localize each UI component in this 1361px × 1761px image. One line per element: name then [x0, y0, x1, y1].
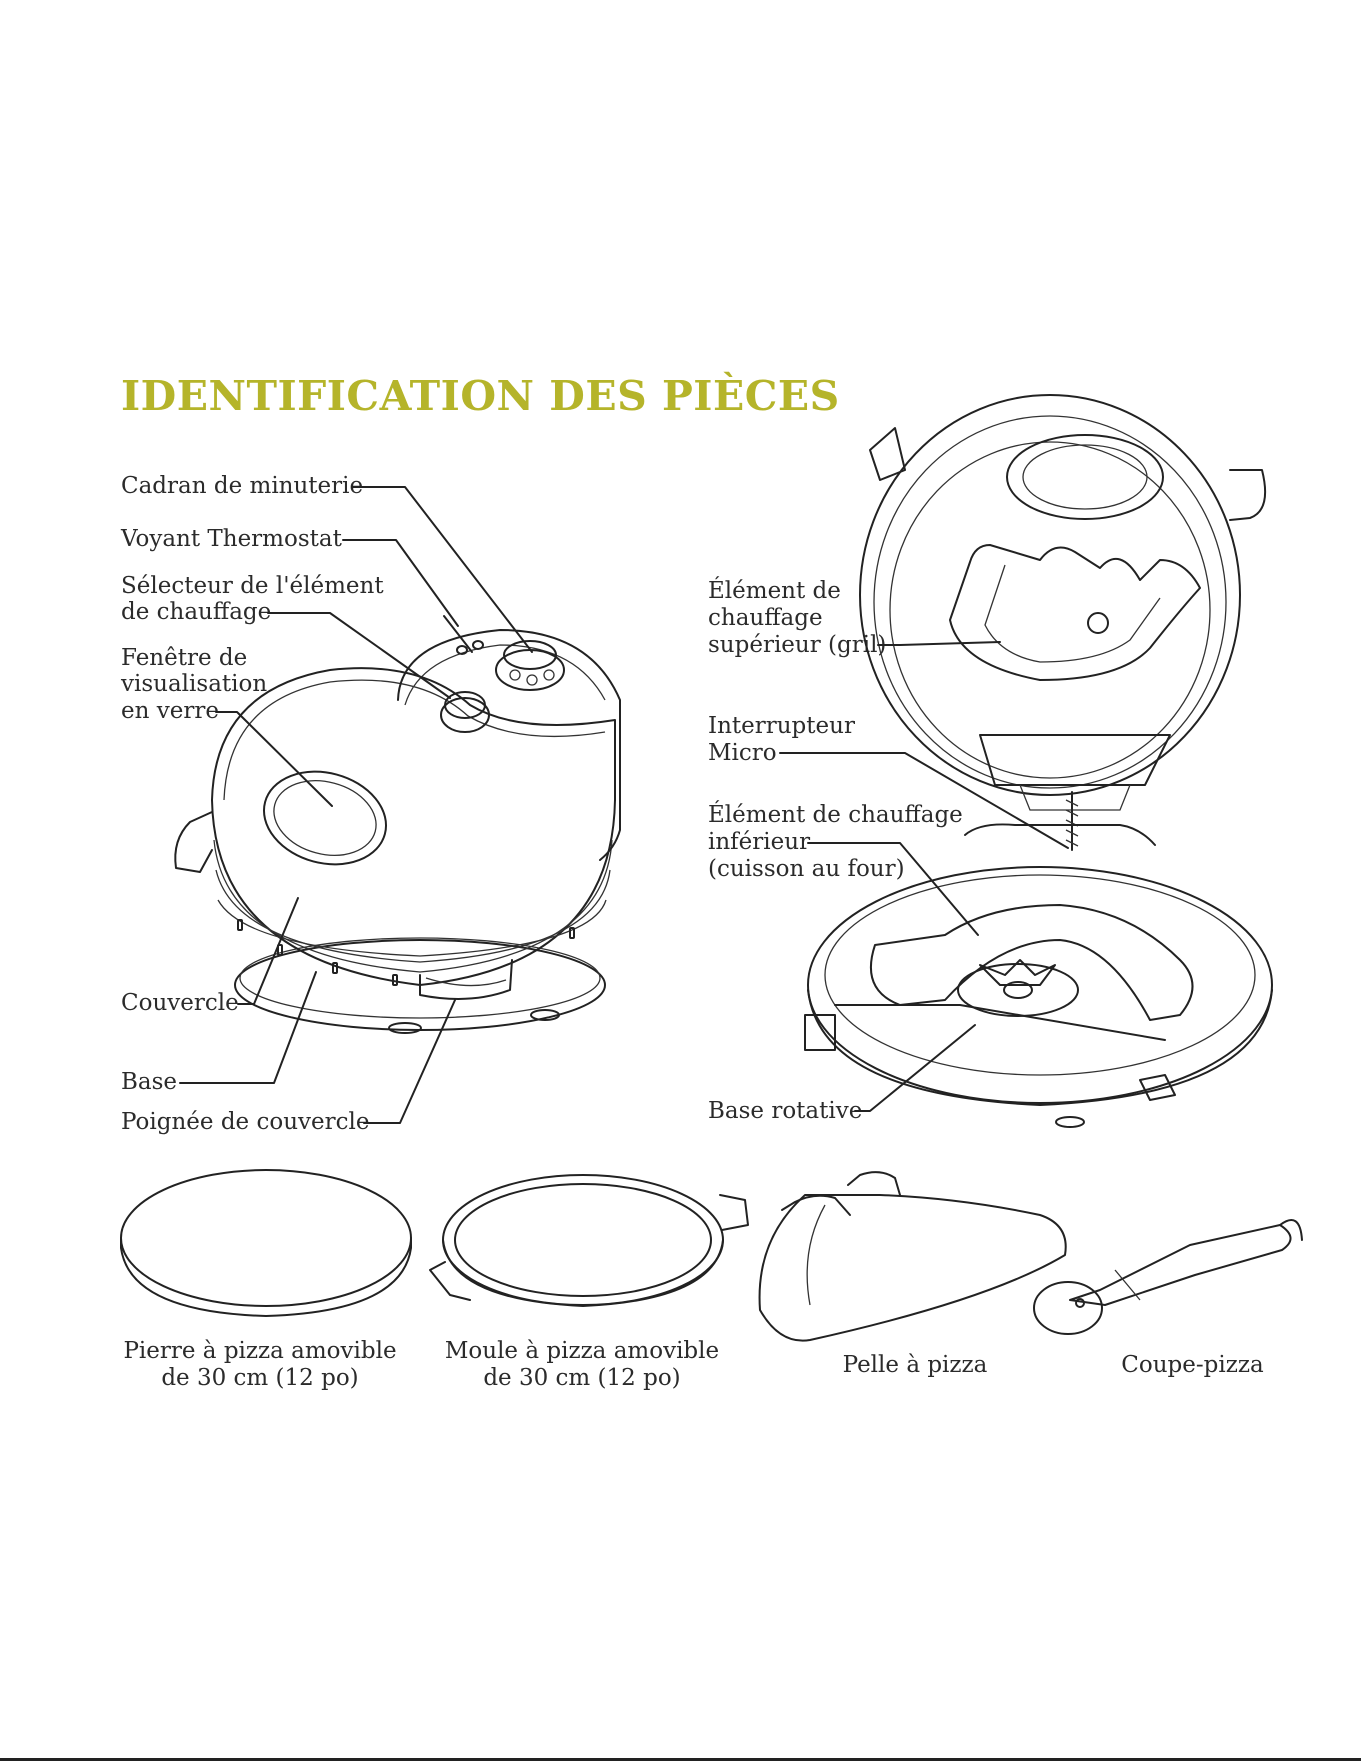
- label-lid: Couvercle: [121, 990, 239, 1016]
- label-thermostat-light: Voyant Thermostat: [121, 526, 342, 552]
- label-glass-window-1: Fenêtre de: [121, 645, 248, 671]
- open-oven-drawing: [804, 394, 1273, 1128]
- caption-peel: Pelle à pizza: [842, 1352, 988, 1378]
- label-heating-selector-2: de chauffage: [121, 599, 272, 625]
- label-lower-element-2: inférieur: [708, 829, 811, 855]
- label-rotating-base: Base rotative: [708, 1098, 863, 1124]
- pizza-pan-drawing: [429, 1174, 749, 1307]
- label-glass-window-2: visualisation: [121, 671, 268, 697]
- caption-stone-2: de 30 cm (12 po): [161, 1365, 359, 1391]
- label-glass-window-3: en verre: [121, 698, 219, 724]
- closed-oven-drawing: [174, 629, 621, 1034]
- label-upper-element-2: chauffage: [708, 605, 823, 631]
- label-timer-dial: Cadran de minuterie: [121, 473, 364, 499]
- label-upper-element-1: Élément de: [708, 578, 841, 604]
- caption-pan-2: de 30 cm (12 po): [483, 1365, 681, 1391]
- label-lid-handle: Poignée de couvercle: [121, 1109, 370, 1135]
- pizza-peel-drawing: [758, 1171, 1067, 1342]
- label-micro-switch-1: Interrupteur: [708, 713, 855, 739]
- label-lower-element-1: Élément de chauffage: [708, 802, 963, 828]
- caption-stone-1: Pierre à pizza amovible: [123, 1338, 397, 1364]
- label-heating-selector-1: Sélecteur de l'élément: [121, 573, 384, 599]
- bottom-rule: [0, 1758, 1361, 1761]
- label-micro-switch-2: Micro: [708, 740, 777, 766]
- label-lower-element-3: (cuisson au four): [708, 856, 905, 882]
- page-title: IDENTIFICATION DES PIÈCES: [121, 372, 840, 420]
- caption-cutter: Coupe-pizza: [1121, 1352, 1264, 1378]
- label-upper-element-3: supérieur (gril): [708, 632, 887, 658]
- pizza-cutter-drawing: [1033, 1219, 1303, 1335]
- right-leader-lines: [779, 641, 1069, 1112]
- pizza-stone-drawing: [120, 1169, 412, 1317]
- left-leader-lines: [179, 486, 533, 1124]
- label-base: Base: [121, 1069, 178, 1095]
- caption-pan-1: Moule à pizza amovible: [444, 1338, 720, 1364]
